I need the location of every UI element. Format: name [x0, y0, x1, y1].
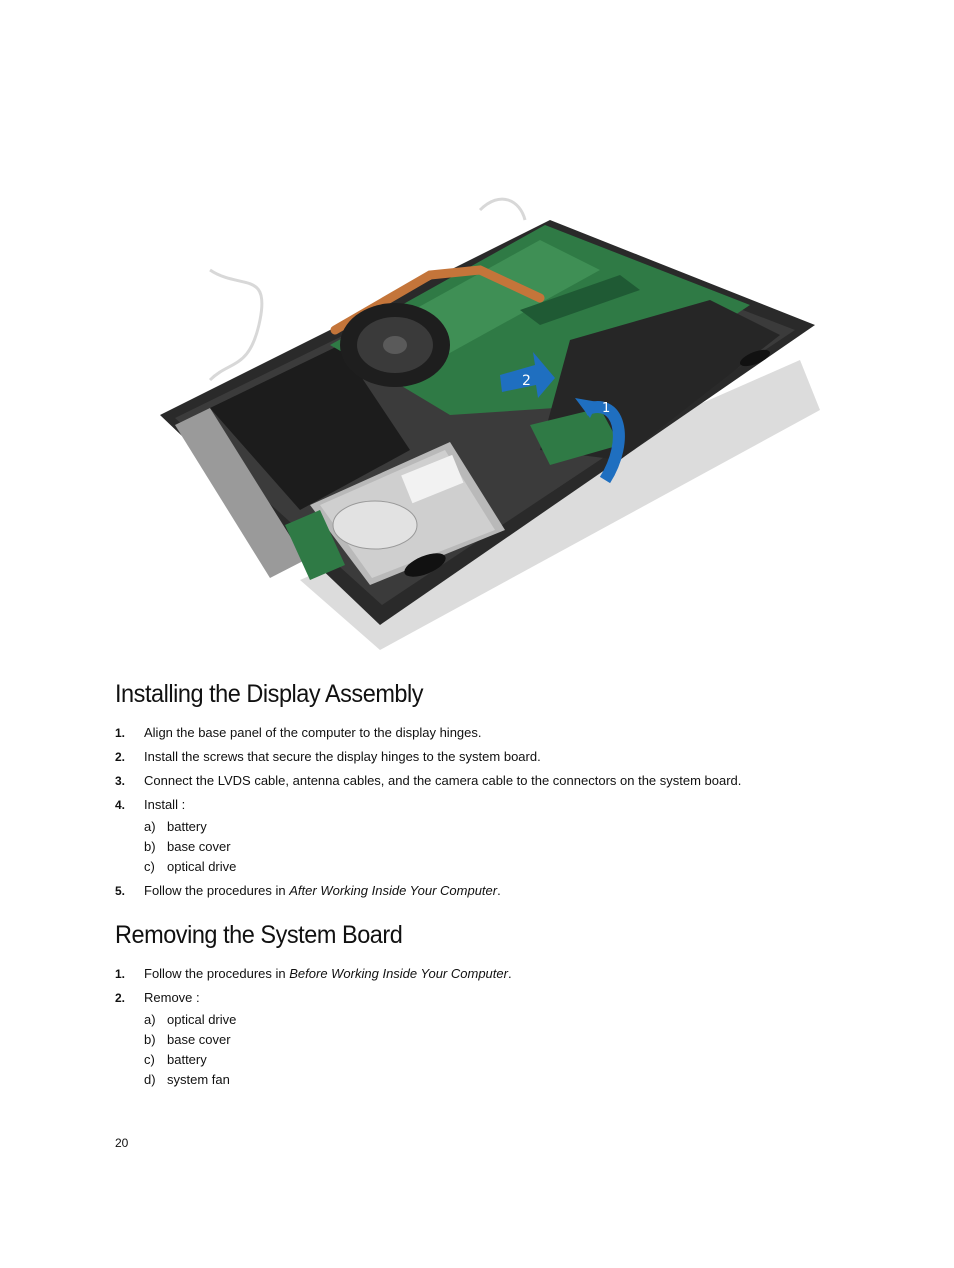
substep-text: base cover	[167, 1032, 231, 1047]
procedure-link[interactable]: After Working Inside Your Computer	[289, 883, 498, 898]
substep: d) system fan	[144, 1072, 855, 1088]
step-text-tail: .	[497, 883, 501, 898]
step: 4. Install : a) battery b) base cover c) opt…	[115, 797, 855, 875]
step-text: Follow the procedures in	[144, 883, 290, 898]
step-number: 1.	[115, 967, 126, 981]
step: 1. Follow the procedures in Before Workin…	[115, 966, 855, 982]
step-text: Connect the LVDS cable, antenna cables, …	[144, 773, 742, 788]
substep: a) optical drive	[144, 1012, 855, 1028]
section-removing-system-board: Removing the System Board 1. Follow the p…	[115, 921, 855, 1096]
section-installing-display: Installing the Display Assembly 1. Align …	[115, 680, 855, 907]
step: 2. Remove : a) optical drive b) base cover …	[115, 990, 855, 1088]
step-text-tail: .	[507, 966, 512, 981]
substep-letter: a)	[144, 1012, 156, 1027]
step-number: 4.	[115, 798, 126, 812]
step-text: Follow the procedures in	[144, 966, 290, 981]
substep-text: battery	[167, 819, 207, 834]
substep-text: optical drive	[167, 1012, 237, 1027]
step-text: Install the screws that secure the displ…	[144, 749, 541, 764]
laptop-illustration: 2 1	[150, 180, 830, 660]
callout-2: 2	[522, 373, 531, 389]
step-number: 2.	[115, 991, 126, 1005]
heading-installing-display: Installing the Display Assembly	[115, 680, 424, 708]
callout-1: 1	[602, 401, 610, 416]
substep: b) base cover	[144, 1032, 855, 1048]
remove-steps: 1. Follow the procedures in Before Workin…	[115, 966, 855, 1088]
heading-removing-system-board: Removing the System Board	[115, 921, 403, 949]
step: 2. Install the screws that secure the dis…	[115, 749, 855, 765]
substep-letter: a)	[144, 819, 156, 834]
substep-letter: c)	[144, 1052, 155, 1067]
procedure-link[interactable]: Before Working Inside Your Computer	[289, 966, 508, 981]
substep-text: optical drive	[167, 859, 237, 874]
page-number: 20	[115, 1136, 129, 1150]
substep: c) battery	[144, 1052, 855, 1068]
substep-letter: d)	[144, 1072, 156, 1087]
substep-text: base cover	[167, 839, 231, 854]
substep-text: system fan	[167, 1072, 230, 1087]
step-number: 3.	[115, 774, 126, 788]
step: 5. Follow the procedures in After Working…	[115, 883, 855, 899]
substep-letter: b)	[144, 839, 156, 854]
substeps: a) optical drive b) base cover c) battery d…	[144, 1012, 855, 1088]
step-text: Install :	[144, 797, 186, 812]
substep-letter: c)	[144, 859, 155, 874]
install-steps: 1. Align the base panel of the computer t…	[115, 725, 855, 899]
substep: c) optical drive	[144, 859, 855, 875]
substep-text: battery	[167, 1052, 207, 1067]
substep: b) base cover	[144, 839, 855, 855]
step-number: 5.	[115, 884, 126, 898]
step-text: Align the base panel of the computer to …	[144, 725, 482, 740]
step-number: 2.	[115, 750, 126, 764]
step: 3. Connect the LVDS cable, antenna cables…	[115, 773, 855, 789]
substep-letter: b)	[144, 1032, 156, 1047]
step: 1. Align the base panel of the computer t…	[115, 725, 855, 741]
substep: a) battery	[144, 819, 855, 835]
substeps: a) battery b) base cover c) optical drive	[144, 819, 855, 875]
step-number: 1.	[115, 726, 126, 740]
step-text: Remove :	[144, 990, 200, 1005]
